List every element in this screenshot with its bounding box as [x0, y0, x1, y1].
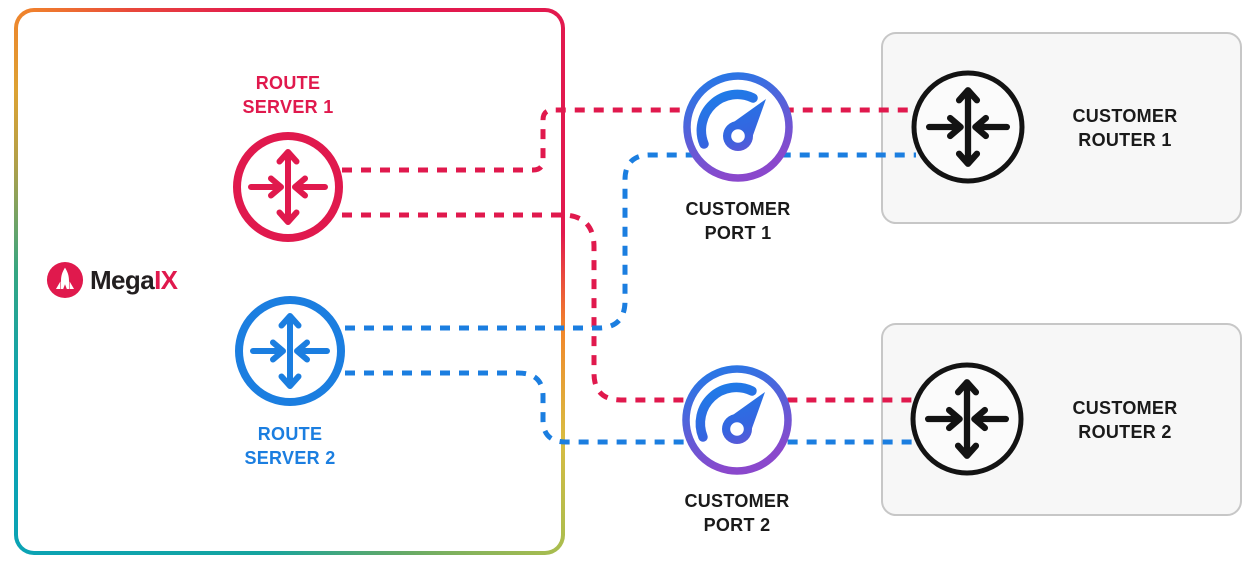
route-server-2-label: ROUTE SERVER 2 [190, 422, 390, 470]
customer-router-1-label-line2: ROUTER 1 [1078, 130, 1172, 150]
connection-rs2-port2-router2 [345, 370, 916, 445]
customer-router-1-label: CUSTOMER ROUTER 1 [1025, 104, 1225, 152]
route-server-1-label-line1: ROUTE [255, 73, 321, 93]
customer-router-2-label-line2: ROUTER 2 [1078, 422, 1172, 442]
customer-router-1-icon [911, 70, 1025, 184]
megaix-logo: MegaIX [46, 261, 178, 299]
megaix-boundary-box [14, 8, 565, 555]
customer-port-2-label-line2: PORT 2 [703, 515, 771, 535]
route-server-1-label: ROUTE SERVER 1 [188, 71, 388, 119]
route-server-2-icon [235, 296, 345, 406]
route-server-1-icon [233, 132, 343, 242]
customer-port-1-icon [683, 72, 793, 182]
customer-router-1-label-line1: CUSTOMER [1072, 106, 1178, 126]
connection-rs1-port2-router2 [342, 212, 916, 403]
route-server-2-label-line2: SERVER 2 [244, 448, 336, 468]
customer-router-2-icon [910, 362, 1024, 476]
route-server-2-label-line1: ROUTE [257, 424, 323, 444]
megaix-boundary-box-inner [18, 12, 561, 551]
connection-rs1-port1-router1 [342, 107, 916, 173]
customer-router-2-label: CUSTOMER ROUTER 2 [1025, 396, 1225, 444]
logo-text-mega: Mega [90, 265, 155, 295]
customer-port-2-label: CUSTOMER PORT 2 [637, 489, 837, 537]
logo-text-ix: IX [154, 265, 178, 295]
customer-port-2-label-line1: CUSTOMER [684, 491, 790, 511]
customer-port-1-label-line2: PORT 1 [704, 223, 772, 243]
customer-port-1-label: CUSTOMER PORT 1 [638, 197, 838, 245]
customer-port-1-label-line1: CUSTOMER [685, 199, 791, 219]
customer-router-2-label-line1: CUSTOMER [1072, 398, 1178, 418]
route-server-1-label-line2: SERVER 1 [242, 97, 334, 117]
rocket-icon [46, 261, 84, 299]
customer-port-2-icon [682, 365, 792, 475]
logo-text: MegaIX [90, 261, 178, 299]
